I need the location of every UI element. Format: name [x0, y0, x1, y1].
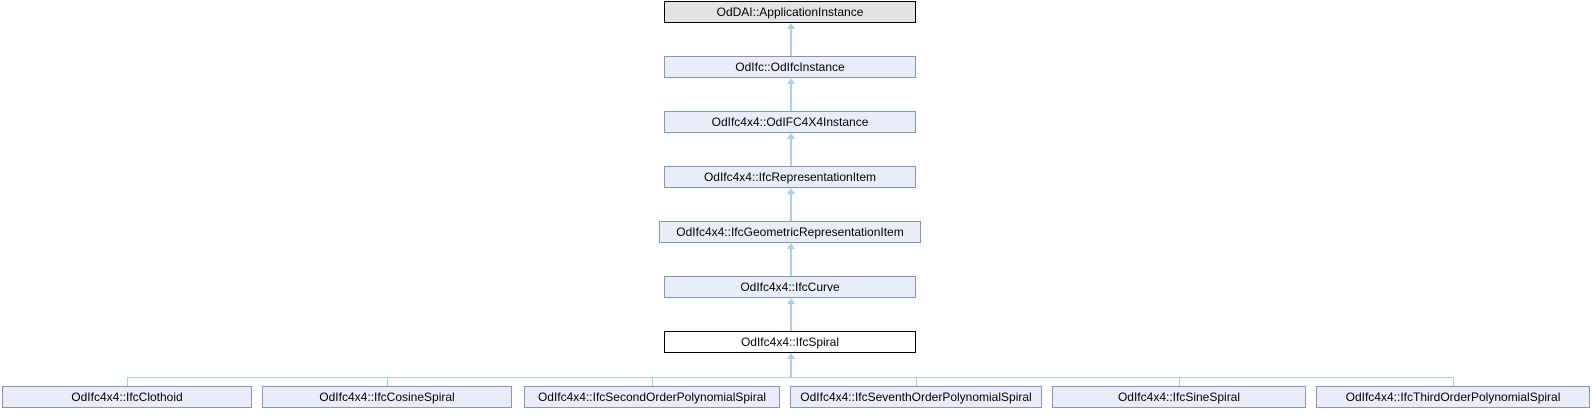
class-node-ifcsecondorderpolynomialspiral[interactable]: OdIfc4x4::IfcSecondOrderPolynomialSpiral: [524, 386, 780, 408]
edge-line: [789, 29, 792, 56]
class-node-odifc4x4-odifc4x4instance[interactable]: OdIfc4x4::OdIFC4X4Instance: [664, 111, 916, 133]
edge-drop-line: [127, 378, 128, 386]
edge-line: [789, 304, 792, 331]
edge-line: [789, 139, 792, 166]
inheritance-edge: [786, 188, 795, 221]
edge-drop-line: [916, 378, 917, 386]
edge-line: [789, 194, 792, 221]
inheritance-edge: [786, 353, 795, 377]
arrow-up-icon: [786, 133, 795, 139]
arrow-up-icon: [786, 188, 795, 194]
class-node-ifccosinespiral[interactable]: OdIfc4x4::IfcCosineSpiral: [262, 386, 512, 408]
edge-line: [789, 249, 792, 276]
edge-bus-line: [127, 377, 1454, 378]
inheritance-edge: [786, 133, 795, 166]
class-node-ifccurve[interactable]: OdIfc4x4::IfcCurve: [664, 276, 916, 298]
class-node-ifcspiral-current: OdIfc4x4::IfcSpiral: [664, 331, 916, 353]
inheritance-edge: [786, 23, 795, 56]
edge-drop-line: [387, 378, 388, 386]
inheritance-edge: [786, 78, 795, 111]
class-node-odifc-odifcinstance[interactable]: OdIfc::OdIfcInstance: [664, 56, 916, 78]
edge-line: [789, 359, 792, 377]
edge-line: [789, 84, 792, 111]
class-node-ifcclothoid[interactable]: OdIfc4x4::IfcClothoid: [2, 386, 252, 408]
arrow-up-icon: [786, 243, 795, 249]
edge-drop-line: [1453, 378, 1454, 386]
class-node-ifcthirdorderpolynomialspiral[interactable]: OdIfc4x4::IfcThirdOrderPolynomialSpiral: [1316, 386, 1590, 408]
arrow-up-icon: [786, 23, 795, 29]
class-node-ifcseventhorderpolynomialspiral[interactable]: OdIfc4x4::IfcSeventhOrderPolynomialSpira…: [790, 386, 1042, 408]
inheritance-edge: [786, 243, 795, 276]
edge-drop-line: [652, 378, 653, 386]
arrow-up-icon: [786, 78, 795, 84]
inheritance-edge: [786, 298, 795, 331]
class-node-ifcsinespiral[interactable]: OdIfc4x4::IfcSineSpiral: [1052, 386, 1306, 408]
arrow-up-icon: [786, 298, 795, 304]
class-node-ifcgeometricrepresentationitem[interactable]: OdIfc4x4::IfcGeometricRepresentationItem: [659, 221, 921, 243]
edge-drop-line: [1179, 378, 1180, 386]
arrow-up-icon: [786, 353, 795, 359]
class-node-oddai-applicationinstance[interactable]: OdDAI::ApplicationInstance: [664, 1, 916, 23]
class-node-ifcrepresentationitem[interactable]: OdIfc4x4::IfcRepresentationItem: [664, 166, 916, 188]
